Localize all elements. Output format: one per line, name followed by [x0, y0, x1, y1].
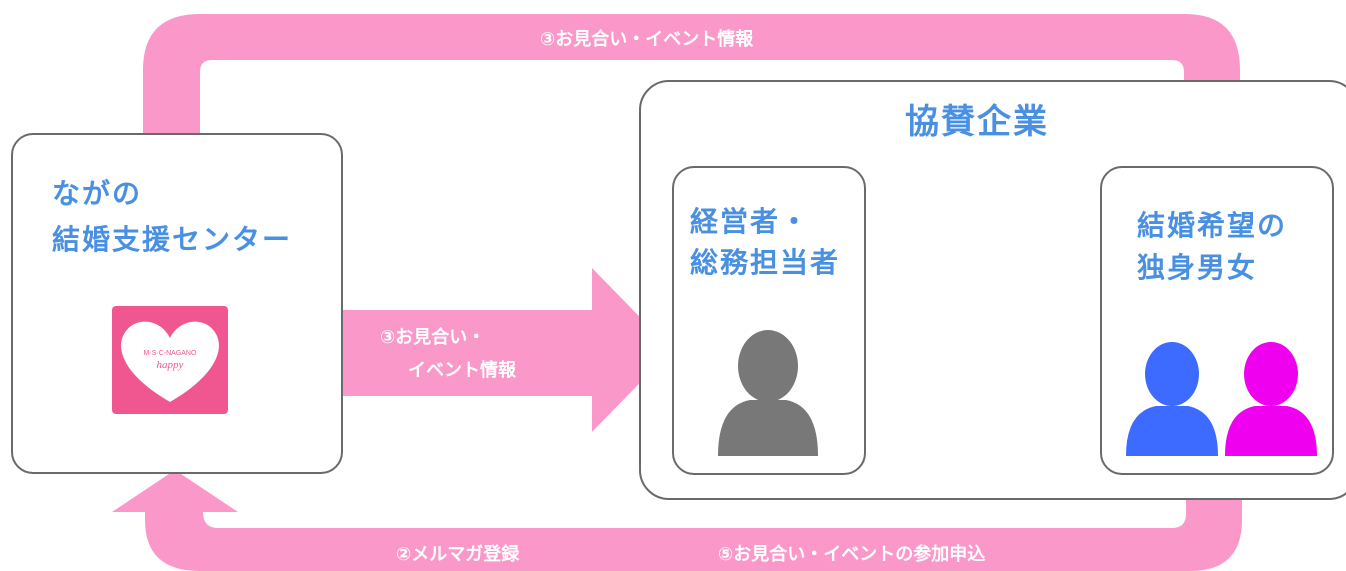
female-person-icon	[1225, 342, 1317, 456]
center-to-sponsor-label-line1: ③お見合い・	[380, 327, 486, 348]
promote-mail-label-line2: の促進	[930, 238, 984, 259]
top-arc-arrow	[143, 14, 1272, 192]
center-logo: M·S·C-NAGANO happy	[112, 306, 228, 414]
singles-line1: 結婚希望の	[1137, 209, 1288, 242]
sponsor-heading: 協賛企業	[905, 102, 1049, 142]
manager-person-icon	[718, 330, 818, 456]
manager-line1: 経営者・	[690, 205, 811, 238]
marriage-support-center-box	[11, 133, 343, 474]
bottom-arc-arrow	[112, 470, 1242, 571]
center-title-line1: ながの	[52, 177, 143, 210]
promote-event-label-line1: ④お見合い・	[890, 356, 996, 377]
bottom-apply-label: ⑤お見合い・イベントの参加申込	[718, 544, 986, 565]
male-person-icon	[1126, 342, 1218, 456]
top-arc-label: ③お見合い・イベント情報	[540, 29, 754, 50]
logo-text-line1: M·S·C-NAGANO	[143, 350, 197, 357]
center-to-sponsor-arrow	[342, 268, 672, 432]
logo-text-line2: happy	[156, 359, 184, 371]
center-title-line2: 結婚支援センター	[52, 223, 293, 256]
promote-event-label-line2: イベント	[918, 388, 990, 409]
manager-line2: 総務担当者	[690, 246, 841, 279]
promote-mail-label-line1: ①メルマガ登録	[890, 206, 1014, 227]
bottom-mail-label: ②メルマガ登録	[396, 544, 520, 565]
promote-event-label-line3: 参加促進	[916, 420, 988, 441]
heart-icon	[121, 321, 219, 402]
center-to-sponsor-label-line2: イベント情報	[408, 360, 516, 381]
singles-line2: 独身男女	[1137, 251, 1258, 284]
